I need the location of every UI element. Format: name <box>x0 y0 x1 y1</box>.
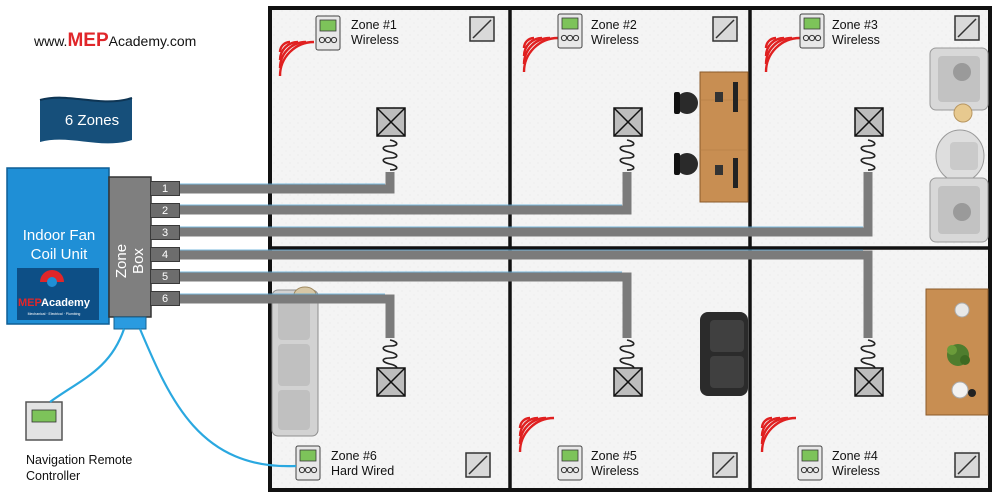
port-1: 1 <box>150 181 180 196</box>
dining-table-icon <box>925 288 989 416</box>
port-3: 3 <box>150 225 180 240</box>
return-grille-zone5-icon <box>712 452 738 478</box>
zone-4-label: Zone #4 Wireless <box>832 449 880 479</box>
thermostat-zone2-icon <box>557 13 583 49</box>
website-prefix: www. <box>34 33 68 49</box>
zone-2-label: Zone #2 Wireless <box>591 18 639 48</box>
fan-coil-label: Indoor Fan Coil Unit <box>10 226 108 264</box>
port-4: 4 <box>150 247 180 262</box>
zone-6-title: Zone #6 <box>331 449 377 463</box>
zone-5-label: Zone #5 Wireless <box>591 449 639 479</box>
return-grille-zone3-icon <box>954 15 980 41</box>
thermostat-zone1-icon <box>315 15 341 51</box>
remote-controller-icon <box>25 401 63 441</box>
diffuser-zone6-icon <box>376 367 406 397</box>
grey-sofa-icon <box>271 286 319 437</box>
floor-plan <box>268 6 992 492</box>
zone-3-title: Zone #3 <box>832 18 878 32</box>
port-6: 6 <box>150 291 180 306</box>
port-5: 5 <box>150 269 180 284</box>
zone-1-title: Zone #1 <box>351 18 397 32</box>
zone-6-label: Zone #6 Hard Wired <box>331 449 394 479</box>
banner-label: 6 Zones <box>64 112 120 129</box>
diffuser-zone2-icon <box>613 107 643 137</box>
return-grille-zone2-icon <box>712 16 738 42</box>
zone-3-type: Wireless <box>832 33 880 47</box>
logo-text-red: MEP <box>18 297 42 309</box>
black-sofa-icon <box>700 312 748 396</box>
diffuser-zone3-icon <box>854 107 884 137</box>
zone-1-type: Wireless <box>351 33 399 47</box>
website-suffix: Academy.com <box>108 33 197 49</box>
return-grille-zone6-icon <box>465 452 491 478</box>
ducts <box>180 172 873 338</box>
remote-line1: Navigation Remote <box>26 453 133 467</box>
return-grille-zone4-icon <box>954 452 980 478</box>
zone-box-label: Zone Box <box>113 243 147 279</box>
zone-5-title: Zone #5 <box>591 449 637 463</box>
thermostat-zone6-icon <box>295 445 321 481</box>
zone-2-title: Zone #2 <box>591 18 637 32</box>
zone-4-title: Zone #4 <box>832 449 878 463</box>
logo: MEPAcademy <box>18 297 90 309</box>
remote-controller-label: Navigation Remote Controller <box>26 452 132 484</box>
diffuser-zone1-icon <box>376 107 406 137</box>
website-brand: MEP <box>67 30 109 51</box>
zone-4-type: Wireless <box>832 464 880 478</box>
armchairs-icon <box>929 47 989 243</box>
website-url[interactable]: www.MEPAcademy.com <box>34 30 196 52</box>
fan-coil-unit <box>6 167 110 325</box>
diffuser-zone5-icon <box>613 367 643 397</box>
zone-5-type: Wireless <box>591 464 639 478</box>
zones-banner <box>39 96 133 144</box>
remote-line2: Controller <box>26 469 81 483</box>
return-grille-zone1-icon <box>469 16 495 42</box>
logo-tagline: Mechanical · Electrical · Plumbing <box>27 312 81 316</box>
zone-1-label: Zone #1 Wireless <box>351 18 399 48</box>
thermostat-zone4-icon <box>797 445 823 481</box>
zone-2-type: Wireless <box>591 33 639 47</box>
desk-icon <box>674 71 749 203</box>
diffuser-zone4-icon <box>854 367 884 397</box>
zone-6-type: Hard Wired <box>331 464 395 478</box>
zone-3-label: Zone #3 Wireless <box>832 18 880 48</box>
thermostat-zone5-icon <box>557 445 583 481</box>
thermostat-zone3-icon <box>799 13 825 49</box>
zone-box <box>108 176 152 330</box>
port-2: 2 <box>150 203 180 218</box>
fan-coil-line1: Indoor Fan <box>22 227 96 244</box>
control-wiring <box>49 328 297 468</box>
logo-text-blue: Academy <box>41 297 90 309</box>
fan-coil-line2: Coil Unit <box>30 246 88 263</box>
